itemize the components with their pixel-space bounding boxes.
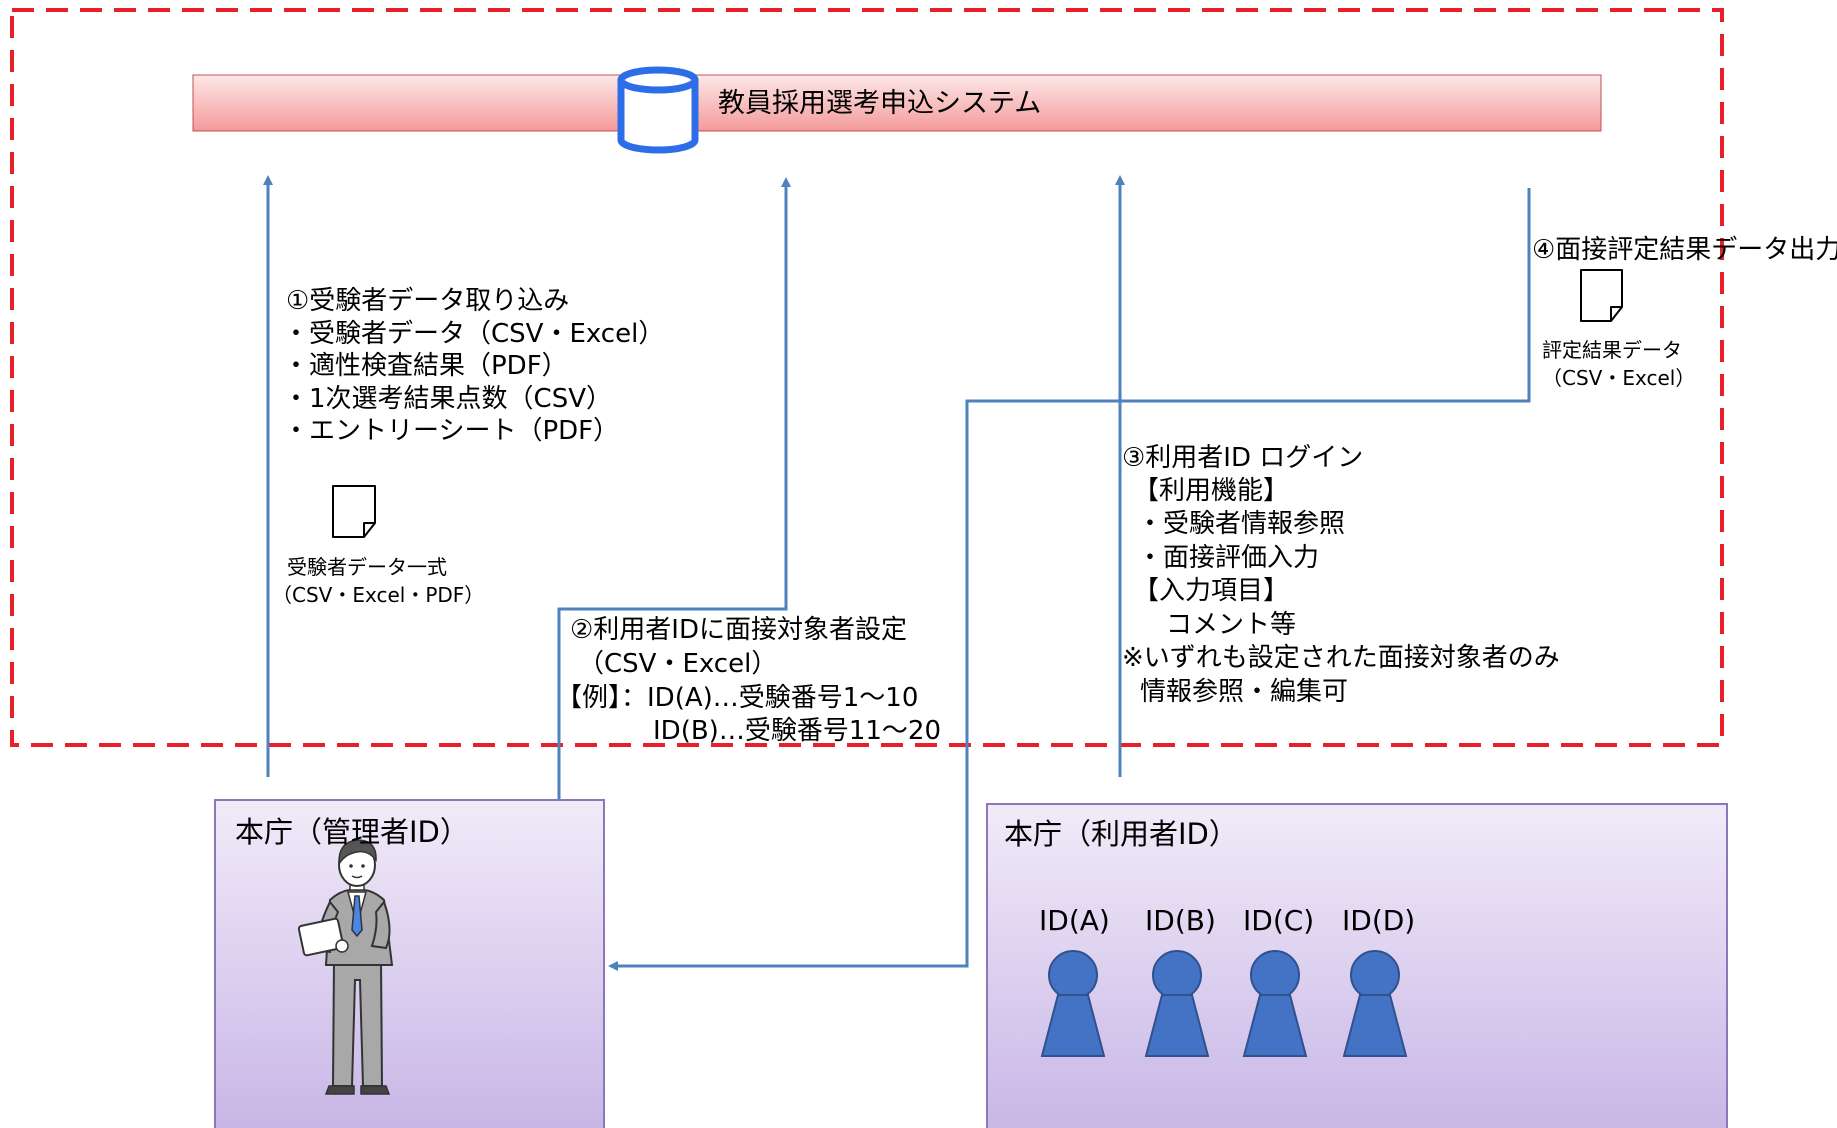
step3-note: 情報参照・編集可 (1140, 677, 1349, 707)
step3-note: ※いずれも設定された面接対象者のみ (1122, 643, 1560, 673)
database-icon (617, 66, 699, 154)
person-icon (1040, 950, 1106, 1057)
step2-example: ID(B)…受験番号11～20 (653, 716, 941, 746)
step1-item: ・適性検査結果（PDF） (283, 351, 568, 381)
arrow-assign (557, 177, 791, 804)
step2-item: （CSV・Excel） (578, 649, 778, 679)
user-id-label: ID(A) (1039, 904, 1110, 937)
step2-heading: ②利用者IDに面接対象者設定 (570, 615, 907, 645)
step3-item: 【利用機能】 (1133, 476, 1290, 506)
system-title: 教員採用選考申込システム (718, 88, 1042, 119)
admin-box-title: 本庁（管理者ID） (235, 815, 469, 849)
administrator-icon (297, 839, 394, 1095)
step3-item: ・面接評価入力 (1137, 543, 1320, 573)
user-id-label: ID(B) (1145, 904, 1216, 937)
user-id-label: ID(C) (1243, 904, 1315, 937)
system-bar (192, 74, 1602, 132)
step4-heading: ④面接評定結果データ出力 (1532, 235, 1837, 265)
step1-item: ・受験者データ（CSV・Excel） (283, 319, 665, 349)
admin-box (214, 799, 605, 1128)
step3-item: 【入力項目】 (1133, 576, 1290, 606)
document-icon (332, 485, 376, 538)
user-box-title: 本庁（利用者ID） (1004, 817, 1238, 851)
step3-heading: ③利用者ID ログイン (1122, 443, 1364, 473)
step3-item: コメント等 (1166, 610, 1297, 640)
step1-doc-caption: （CSV・Excel・PDF） (272, 583, 485, 607)
step1-item: ・エントリーシート（PDF） (283, 416, 620, 446)
step3-item: ・受験者情報参照 (1137, 509, 1346, 539)
arrow-output (608, 188, 1531, 971)
document-icon (1580, 269, 1623, 322)
step4-doc-caption: （CSV・Excel） (1542, 366, 1696, 390)
person-icon (1242, 950, 1308, 1057)
step1-doc-caption: 受験者データ一式 (287, 555, 447, 579)
step1-item: ・1次選考結果点数（CSV） (283, 384, 612, 414)
step2-example: 【例】：ID(A)…受験番号1～10 (556, 683, 919, 713)
step1-heading: ①受験者データ取り込み (286, 286, 570, 316)
user-id-label: ID(D) (1342, 904, 1416, 937)
step4-doc-caption: 評定結果データ (1542, 338, 1682, 362)
system-boundary (10, 8, 1724, 747)
person-icon (1342, 950, 1408, 1057)
person-icon (1144, 950, 1210, 1057)
